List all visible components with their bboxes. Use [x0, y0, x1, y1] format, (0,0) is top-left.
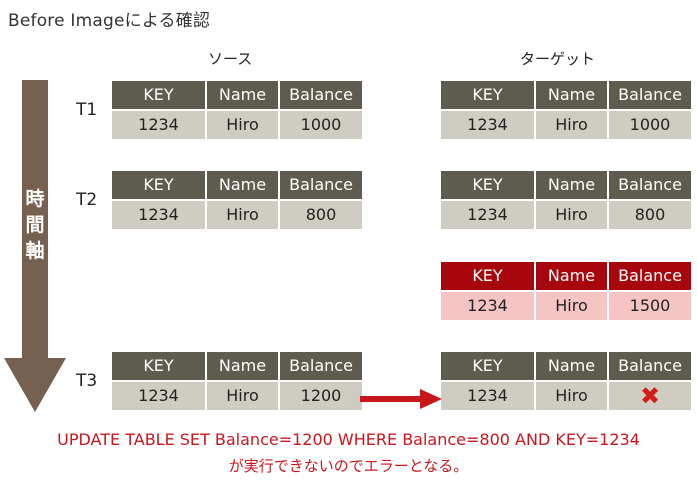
cell-name: Hiro	[536, 292, 609, 320]
time-label-t1: T1	[76, 100, 98, 120]
table-row: 1234 Hiro 1000	[112, 111, 362, 139]
header-name: Name	[536, 352, 609, 380]
page-title: Before Imageによる確認	[8, 11, 211, 31]
header-balance: Balance	[609, 81, 691, 109]
time-label-t2: T2	[76, 190, 98, 210]
header-key: KEY	[112, 81, 207, 109]
target-table-t3: KEY Name Balance 1234 Hiro ✖	[441, 352, 691, 410]
cell-key: 1234	[112, 382, 207, 410]
cell-balance: 1500	[609, 292, 691, 320]
table-header-row: KEY Name Balance	[112, 171, 362, 199]
header-balance: Balance	[280, 171, 362, 199]
header-name: Name	[536, 171, 609, 199]
header-balance: Balance	[609, 352, 691, 380]
cell-balance: 800	[609, 201, 691, 229]
cell-key: 1234	[441, 382, 536, 410]
header-name: Name	[536, 262, 609, 290]
sql-note: が実行できないのでエラーとなる。	[228, 457, 469, 475]
right-arrow-icon	[360, 389, 442, 409]
cell-name: Hiro	[536, 111, 609, 139]
header-balance: Balance	[280, 352, 362, 380]
header-key: KEY	[441, 81, 536, 109]
header-name: Name	[207, 352, 280, 380]
cell-balance-error: ✖	[609, 382, 691, 410]
cell-name: Hiro	[207, 111, 280, 139]
cell-name: Hiro	[207, 382, 280, 410]
header-balance: Balance	[280, 81, 362, 109]
table-header-row: KEY Name Balance	[441, 81, 691, 109]
cell-balance: 800	[280, 201, 362, 229]
table-header-row: KEY Name Balance	[441, 262, 691, 290]
header-key: KEY	[441, 352, 536, 380]
header-balance: Balance	[609, 171, 691, 199]
table-header-row: KEY Name Balance	[441, 352, 691, 380]
time-axis-char: 時	[25, 188, 45, 210]
header-key: KEY	[441, 171, 536, 199]
cell-key: 1234	[112, 111, 207, 139]
header-balance: Balance	[609, 262, 691, 290]
time-axis-char: 間	[25, 214, 45, 236]
table-row: 1234 Hiro 1200	[112, 382, 362, 410]
cell-key: 1234	[441, 201, 536, 229]
cell-balance: 1000	[280, 111, 362, 139]
table-header-row: KEY Name Balance	[112, 352, 362, 380]
cell-name: Hiro	[536, 201, 609, 229]
header-name: Name	[207, 81, 280, 109]
time-axis-arrow: 時 間 軸	[4, 80, 66, 412]
header-key: KEY	[112, 171, 207, 199]
table-header-row: KEY Name Balance	[441, 171, 691, 199]
table-row: 1234 Hiro 1500	[441, 292, 691, 320]
source-table-t2: KEY Name Balance 1234 Hiro 800	[112, 171, 362, 229]
target-column-title: ターゲット	[520, 50, 596, 68]
cell-key: 1234	[441, 111, 536, 139]
table-row: 1234 Hiro ✖	[441, 382, 691, 410]
target-table-t2: KEY Name Balance 1234 Hiro 800	[441, 171, 691, 229]
header-name: Name	[207, 171, 280, 199]
cell-balance: 1000	[609, 111, 691, 139]
table-row: 1234 Hiro 800	[441, 201, 691, 229]
cell-balance: 1200	[280, 382, 362, 410]
down-arrow-icon	[4, 80, 66, 412]
error-x-icon: ✖	[639, 382, 661, 410]
source-table-t3: KEY Name Balance 1234 Hiro 1200	[112, 352, 362, 410]
cell-key: 1234	[441, 292, 536, 320]
cell-name: Hiro	[207, 201, 280, 229]
source-column-title: ソース	[208, 50, 253, 68]
cell-key: 1234	[112, 201, 207, 229]
table-row: 1234 Hiro 1000	[441, 111, 691, 139]
cell-name: Hiro	[536, 382, 609, 410]
table-header-row: KEY Name Balance	[112, 81, 362, 109]
table-row: 1234 Hiro 800	[112, 201, 362, 229]
time-label-t3: T3	[76, 371, 98, 391]
target-table-t1: KEY Name Balance 1234 Hiro 1000	[441, 81, 691, 139]
source-table-t1: KEY Name Balance 1234 Hiro 1000	[112, 81, 362, 139]
sql-statement: UPDATE TABLE SET Balance=1200 WHERE Bala…	[57, 430, 640, 449]
header-name: Name	[536, 81, 609, 109]
header-key: KEY	[112, 352, 207, 380]
target-table-changed: KEY Name Balance 1234 Hiro 1500	[441, 262, 691, 320]
header-key: KEY	[441, 262, 536, 290]
time-axis-char: 軸	[25, 240, 45, 262]
